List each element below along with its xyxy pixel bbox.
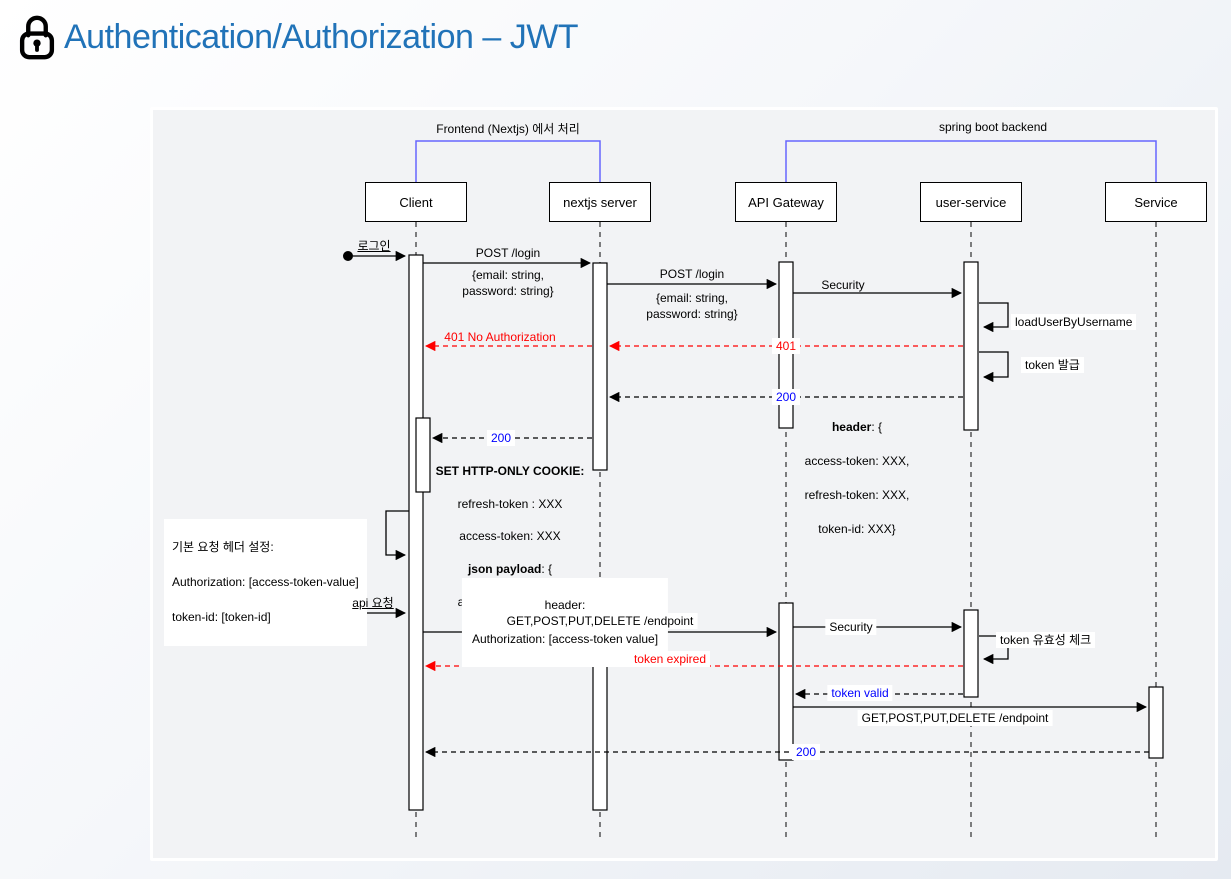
default-headers-line-2: Authorization: [access-token-value] — [172, 574, 359, 589]
group-label-backend: spring boot backend — [938, 120, 1048, 134]
label-get-endpoint-2: GET,POST,PUT,DELETE /endpoint — [857, 710, 1053, 726]
token-header-line-2: refresh-token: XXX, — [804, 488, 910, 502]
label-login-trigger: 로그인 — [357, 239, 391, 253]
page-title: Authentication/Authorization – JWT — [16, 14, 579, 60]
label-post-login-2: POST /login — [659, 267, 725, 281]
set-cookie-line-2: access-token: XXX — [459, 529, 561, 544]
label-token-valid: token valid — [827, 685, 893, 701]
frontend-group-bracket — [415, 140, 601, 182]
label-200-c: 200 — [791, 744, 821, 760]
set-cookie-title: SET HTTP-ONLY COOKIE: — [435, 464, 585, 479]
page-title-text: Authentication/Authorization – JWT — [64, 17, 579, 56]
token-header-line-3: token-id: XXX} — [818, 522, 896, 536]
label-get-endpoint-1: GET,POST,PUT,DELETE /endpoint — [502, 613, 698, 629]
label-token-issue: token 발급 — [1021, 357, 1084, 373]
label-200-b: 200 — [486, 430, 516, 446]
participant-service: Service — [1105, 182, 1207, 222]
label-load-user: loadUserByUsername — [1011, 314, 1137, 330]
label-post-login-1: POST /login — [475, 246, 541, 260]
set-cookie-line-json: json payload: { — [467, 562, 553, 577]
default-headers-block: 기본 요청 헤더 설정: Authorization: [access-toke… — [164, 519, 367, 646]
default-headers-line-3: token-id: [token-id] — [172, 609, 271, 624]
selfloop-load-user — [979, 302, 1009, 333]
diagram-panel — [150, 107, 1218, 861]
default-headers-line-1: 기본 요청 헤더 설정: — [172, 539, 274, 554]
activation-user-service-2 — [963, 609, 979, 698]
label-security-1: Security — [821, 278, 865, 292]
participant-api-gateway: API Gateway — [735, 182, 837, 222]
activation-nextjs-1 — [592, 262, 608, 471]
label-token-expired: token expired — [629, 651, 711, 667]
label-401: 401 — [771, 338, 801, 354]
backend-group-bracket — [785, 140, 1157, 182]
label-post-login-2-params: {email: string, password: string} — [646, 291, 738, 321]
selfloop-default-headers — [385, 510, 409, 561]
activation-user-service-1 — [963, 261, 979, 431]
activation-client — [408, 254, 424, 811]
found-message-dot-login — [343, 251, 353, 261]
activation-client-nested — [415, 417, 431, 493]
label-token-check: token 유효성 체크 — [996, 632, 1096, 648]
selfloop-token-issue — [979, 351, 1009, 383]
lock-icon — [19, 15, 55, 60]
label-200-a: 200 — [771, 389, 801, 405]
token-header-block: header: { access-token: XXX, refresh-tok… — [805, 402, 910, 555]
set-cookie-line-1: refresh-token : XXX — [457, 496, 563, 511]
participant-client: Client — [365, 182, 467, 222]
participant-nextjs-server: nextjs server — [549, 182, 651, 222]
participant-user-service: user-service — [920, 182, 1022, 222]
activation-api-gateway-2 — [778, 602, 794, 761]
activation-service — [1148, 686, 1164, 759]
request-header-line-2: Authorization: [access-token value] — [471, 632, 659, 646]
request-header-line-1: header: — [544, 598, 586, 612]
label-security-2: Security — [825, 619, 877, 635]
label-401-no-authorization: 401 No Authorization — [444, 330, 556, 344]
token-header-line-title: header: { — [831, 420, 883, 434]
label-api-request: api 요청 — [352, 596, 394, 610]
group-label-frontend: Frontend (Nextjs) 에서 처리 — [436, 122, 580, 136]
label-post-login-1-params: {email: string, password: string} — [462, 268, 554, 298]
token-header-line-1: access-token: XXX, — [804, 454, 910, 468]
